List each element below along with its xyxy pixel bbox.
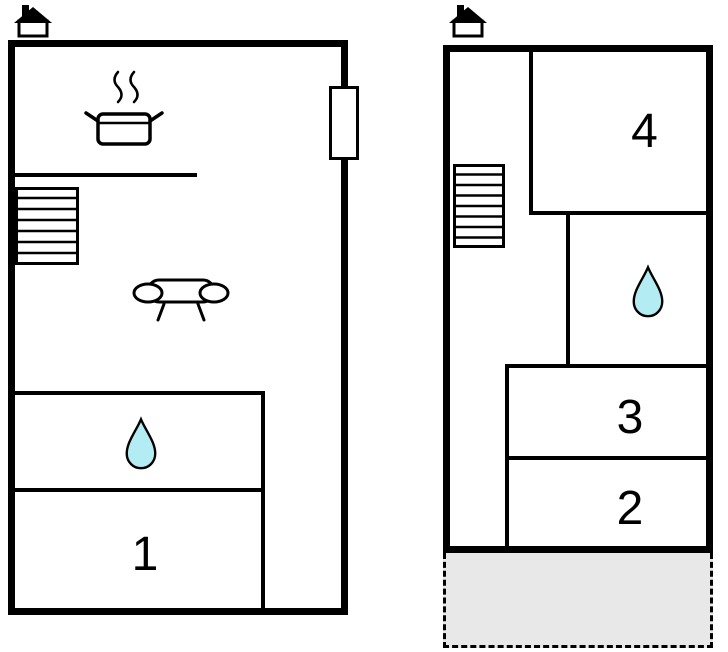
water-drop-icon xyxy=(122,416,160,472)
interior-wall xyxy=(15,488,265,492)
ground-floor-outline xyxy=(8,40,348,615)
room-3-label: 3 xyxy=(509,368,706,456)
kitchen-counter xyxy=(15,173,197,177)
terrace-area xyxy=(443,553,713,648)
room-number: 3 xyxy=(616,390,644,444)
upper-floor-outline xyxy=(443,45,713,553)
room-1-label: 1 xyxy=(15,492,261,608)
interior-wall xyxy=(566,211,570,368)
house-icon xyxy=(14,4,52,40)
interior-wall xyxy=(505,364,509,546)
interior-wall xyxy=(505,456,706,460)
room-number: 4 xyxy=(631,105,658,158)
house-icon xyxy=(449,4,487,40)
room-2-label: 2 xyxy=(509,460,706,546)
interior-wall xyxy=(529,52,533,215)
interior-wall xyxy=(15,391,265,395)
room-number: 2 xyxy=(616,481,644,535)
interior-wall xyxy=(261,391,265,608)
interior-wall xyxy=(529,211,706,215)
room-4-label: 4 xyxy=(533,52,706,211)
sofa-icon xyxy=(128,266,234,334)
water-drop-icon xyxy=(629,264,667,320)
interior-wall xyxy=(505,364,706,368)
steam-pot-icon xyxy=(76,68,172,158)
staircase-icon xyxy=(15,187,79,265)
window-icon xyxy=(329,86,359,160)
staircase-icon xyxy=(453,164,505,248)
room-number: 1 xyxy=(131,527,159,581)
